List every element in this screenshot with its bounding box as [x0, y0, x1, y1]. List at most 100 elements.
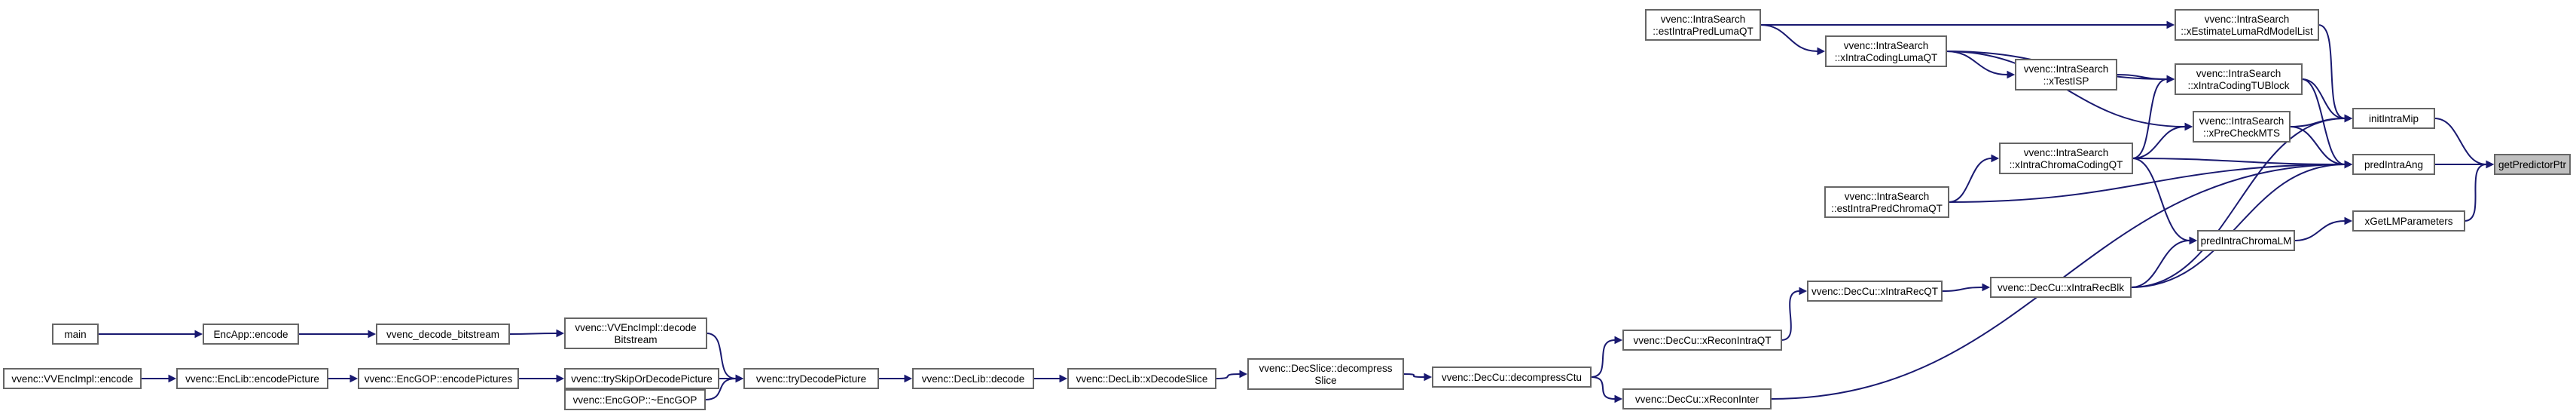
node-label: ::xEstimateLumaRdModelList — [2181, 26, 2313, 37]
node-xIntraCodingLumaQT[interactable]: vvenc::IntraSearch::xIntraCodingLumaQT — [1825, 35, 1947, 67]
edge-arrowhead — [2486, 160, 2495, 169]
node-box — [564, 368, 719, 389]
edge-line — [2130, 164, 2346, 288]
node-box — [2352, 210, 2465, 232]
node-EncGOP_dtor[interactable]: vvenc::EncGOP::~EncGOP — [564, 389, 706, 410]
node-label: vvenc::EncLib::encodePicture — [185, 373, 319, 385]
edge-arrowhead — [1799, 287, 1808, 296]
node-box — [376, 324, 510, 345]
node-box — [2494, 154, 2571, 175]
node-estIntraPredChromaQT[interactable]: vvenc::IntraSearch::estIntraPredChromaQT — [1824, 186, 1949, 218]
node-DecCu_xIntraRecBlk[interactable]: vvenc::DecCu::xIntraRecBlk — [1990, 277, 2132, 298]
node-xIntraCodingTUBlock[interactable]: vvenc::IntraSearch::xIntraCodingTUBlock — [2175, 63, 2303, 95]
node-DecCu_xReconIntraQT[interactable]: vvenc::DecCu::xReconIntraQT — [1622, 330, 1782, 351]
edge-line — [1760, 24, 1818, 52]
node-box — [1999, 143, 2133, 174]
node-label: ::xPreCheckMTS — [2203, 127, 2280, 139]
node-xIntraChromaCodingQT[interactable]: vvenc::IntraSearch::xIntraChromaCodingQT — [1999, 143, 2133, 174]
edge-xEstimateLumaRdModelList-to-initIntraMip — [2318, 24, 2353, 123]
node-DecLib_decode[interactable]: vvenc::DecLib::decode — [912, 368, 1034, 389]
node-predIntraAng[interactable]: predIntraAng — [2352, 154, 2435, 175]
node-xTestISP[interactable]: vvenc::IntraSearch::xTestISP — [2015, 59, 2117, 90]
node-label: vvenc::IntraSearch — [1845, 191, 1930, 202]
node-label: vvenc::DecCu::xIntraRecQT — [1811, 286, 1938, 297]
edge-line — [2289, 126, 2346, 165]
node-box — [564, 389, 706, 410]
node-label: vvenc::IntraSearch — [2196, 68, 2281, 79]
node-label: getPredictorPtr — [2498, 159, 2567, 170]
edge-DecCu_xIntraRecBlk-to-initIntraMip — [2130, 114, 2353, 288]
node-estIntraPredLumaQT[interactable]: vvenc::IntraSearch::estIntraPredLumaQT — [1645, 9, 1761, 41]
node-box — [176, 368, 328, 389]
node-EncApp_encode[interactable]: EncApp::encode — [203, 324, 299, 345]
node-VVEncImpl_encode[interactable]: vvenc::VVEncImpl::encode — [3, 368, 142, 389]
node-box — [2197, 230, 2295, 251]
edge-arrowhead — [2184, 122, 2193, 131]
edge-tryDecodePicture-to-DecLib_decode — [878, 374, 913, 383]
node-label: vvenc::EncGOP::~EncGOP — [573, 394, 697, 406]
edge-DecCu_xIntraRecQT-to-DecCu_xIntraRecBlk — [1941, 283, 1991, 292]
edge-arrowhead — [368, 330, 377, 339]
edge-line — [2434, 118, 2487, 165]
edge-arrowhead — [1817, 47, 1826, 56]
node-trySkipOrDecodePicture[interactable]: vvenc::trySkipOrDecodePicture — [564, 368, 719, 389]
edge-DecLib_xDecodeSlice-to-DecSlice_decompressSlice — [1215, 370, 1248, 379]
node-EncGOP_encodePictures[interactable]: vvenc::EncGOP::encodePictures — [358, 368, 519, 389]
node-initIntraMip[interactable]: initIntraMip — [2352, 108, 2435, 129]
node-box — [1067, 368, 1216, 389]
edge-line — [1590, 376, 1616, 400]
edge-DecCu_decompressCtu-to-DecCu_xReconIntraQT — [1590, 336, 1623, 378]
edge-arrowhead — [194, 330, 203, 339]
edge-EncApp_encode-to-vvenc_decode_bitstream — [298, 330, 377, 339]
node-getPredictorPtr: getPredictorPtr — [2494, 154, 2571, 175]
edge-line — [1781, 290, 1800, 341]
edge-line — [1215, 373, 1241, 379]
edge-EncGOP_dtor-to-tryDecodePicture — [704, 374, 744, 400]
edge-line — [2132, 158, 2190, 241]
node-box — [1824, 186, 1949, 218]
node-box — [203, 324, 299, 345]
node-xPreCheckMTS[interactable]: vvenc::IntraSearch::xPreCheckMTS — [2193, 111, 2291, 143]
edge-line — [704, 378, 737, 400]
edge-main-to-EncApp_encode — [98, 330, 203, 339]
edges-layer — [98, 20, 2495, 403]
node-DecCu_xReconInter[interactable]: vvenc::DecCu::xReconInter — [1622, 388, 1772, 409]
edge-line — [706, 333, 737, 379]
node-DecCu_xIntraRecQT[interactable]: vvenc::DecCu::xIntraRecQT — [1807, 281, 1943, 302]
edge-line — [2301, 78, 2346, 119]
node-label: vvenc::VVEncImpl::encode — [11, 373, 133, 385]
edge-line — [2130, 118, 2346, 288]
edge-line — [2318, 24, 2346, 119]
edge-line — [1948, 158, 1992, 203]
node-DecCu_decompressCtu[interactable]: vvenc::DecCu::decompressCtu — [1432, 367, 1592, 388]
node-label: vvenc::DecSlice::decompress — [1259, 363, 1392, 374]
edge-vvenc_decode_bitstream-to-VVEncImpl_decodeBitstream — [508, 329, 565, 338]
node-vvenc_decode_bitstream[interactable]: vvenc_decode_bitstream — [376, 324, 510, 345]
node-tryDecodePicture[interactable]: vvenc::tryDecodePicture — [743, 368, 879, 389]
node-label: Bitstream — [614, 334, 657, 345]
node-DecLib_xDecodeSlice[interactable]: vvenc::DecLib::xDecodeSlice — [1067, 368, 1216, 389]
edge-xIntraChromaCodingQT-to-predIntraChromaLM — [2132, 158, 2198, 245]
node-xEstimateLumaRdModelList[interactable]: vvenc::IntraSearch::xEstimateLumaRdModel… — [2175, 9, 2319, 41]
edge-arrowhead — [1614, 394, 1623, 403]
edge-arrowhead — [2166, 20, 2175, 29]
node-label: vvenc::IntraSearch — [1844, 40, 1929, 51]
edge-xIntraCodingTUBlock-to-initIntraMip — [2301, 78, 2353, 123]
edge-arrowhead — [2166, 75, 2175, 84]
node-xGetLMParameters[interactable]: xGetLMParameters — [2352, 210, 2465, 232]
node-label: predIntraAng — [2364, 159, 2423, 170]
node-EncLib_encodePicture[interactable]: vvenc::EncLib::encodePicture — [176, 368, 328, 389]
node-label: vvenc::trySkipOrDecodePicture — [571, 373, 713, 385]
node-label: vvenc::IntraSearch — [2024, 63, 2109, 75]
edge-EncLib_encodePicture-to-EncGOP_encodePictures — [328, 374, 359, 383]
node-label: vvenc::DecCu::xIntraRecBlk — [1998, 282, 2124, 293]
node-label: vvenc::EncGOP::encodePictures — [365, 373, 513, 385]
edge-arrowhead — [1059, 374, 1068, 383]
node-predIntraChromaLM[interactable]: predIntraChromaLM — [2197, 230, 2295, 251]
node-box — [2015, 59, 2117, 90]
edge-line — [508, 333, 557, 335]
node-main[interactable]: main — [52, 324, 99, 345]
edge-xPreCheckMTS-to-initIntraMip — [2289, 114, 2353, 127]
